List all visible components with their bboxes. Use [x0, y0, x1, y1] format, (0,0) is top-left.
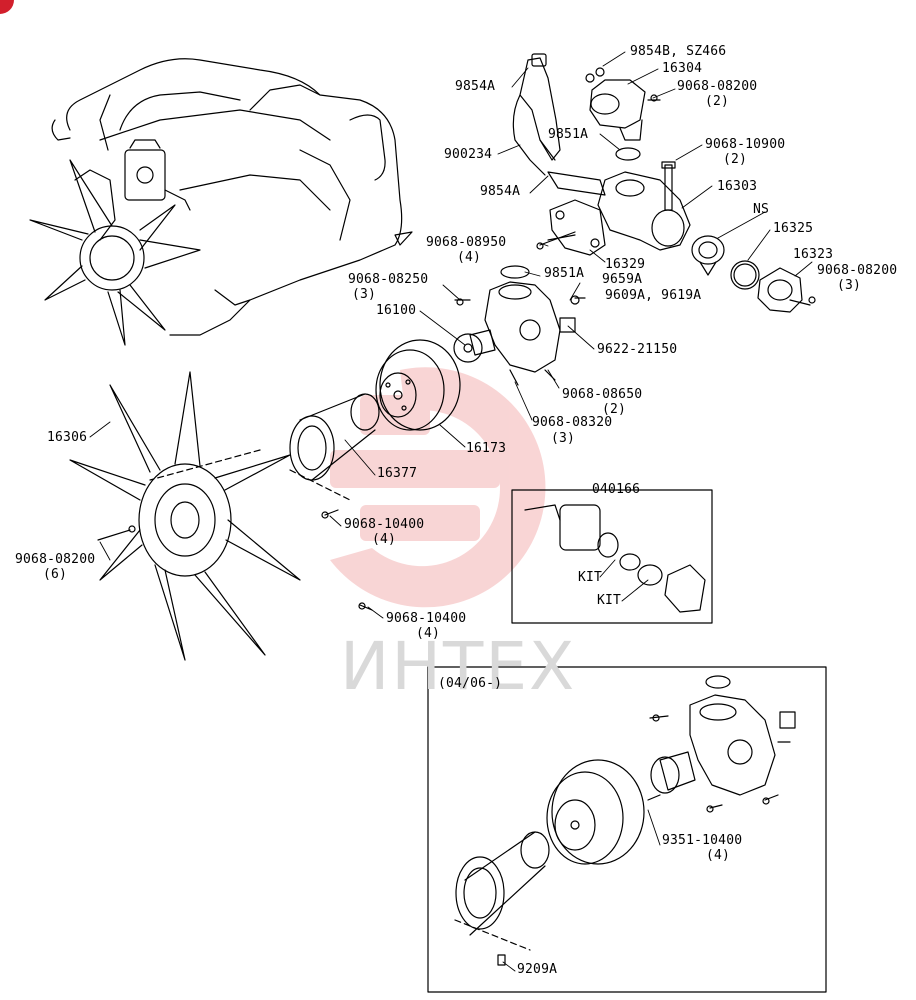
- label-9068-10900: 9068-10900: [705, 137, 786, 152]
- gasket-16325: [730, 260, 760, 290]
- pulley-16173: [375, 339, 461, 431]
- label-9351-10400-qty: (4): [706, 848, 731, 863]
- label-ns: NS: [753, 202, 770, 217]
- label-16303: 16303: [717, 179, 758, 194]
- label-9659a: 9659A: [602, 272, 643, 287]
- label-9068-10400-a: 9068-10400: [344, 517, 425, 532]
- label-900234: 900234: [444, 147, 493, 162]
- label-9068-08950: 9068-08950: [426, 235, 507, 250]
- label-9068-08200-c-qty: (6): [43, 567, 68, 582]
- label-9851a-mid: 9851A: [544, 266, 585, 281]
- label-9068-08950-qty: (4): [457, 250, 482, 265]
- inset-box: [427, 666, 827, 993]
- label-16173: 16173: [466, 441, 507, 456]
- label-kit-1: KIT: [578, 570, 603, 585]
- label-9854a-top: 9854A: [455, 79, 496, 94]
- label-9068-08650: 9068-08650: [562, 387, 643, 402]
- label-9068-08320-qty: (3): [551, 431, 576, 446]
- kit-box: [511, 489, 713, 624]
- label-9068-10400-b: 9068-10400: [386, 611, 467, 626]
- label-9351-10400: 9351-10400: [662, 833, 743, 848]
- engine-block: [51, 58, 413, 336]
- label-9854a-mid: 9854A: [480, 184, 521, 199]
- watermark-text: ИНТЕХ: [340, 628, 577, 705]
- label-16100: 16100: [376, 303, 417, 318]
- label-16304: 16304: [662, 61, 703, 76]
- bolts: [97, 231, 576, 611]
- label-9854b-sz466: 9854B, SZ466: [630, 44, 727, 59]
- label-16306: 16306: [47, 430, 88, 445]
- label-16323: 16323: [793, 247, 834, 262]
- label-16325: 16325: [773, 221, 814, 236]
- label-16377: 16377: [377, 466, 418, 481]
- label-9068-08200-b-qty: (3): [837, 278, 862, 293]
- label-9609a-9619a: 9609A, 9619A: [605, 288, 702, 303]
- leader-lines: [89, 51, 813, 972]
- label-9068-08320: 9068-08320: [532, 415, 613, 430]
- spacer-16377: [289, 393, 380, 501]
- label-040166: 040166: [592, 482, 641, 497]
- label-9068-08650-qty: (2): [602, 402, 627, 417]
- outlet-16323: [757, 267, 816, 313]
- label-9068-10900-qty: (2): [723, 152, 748, 167]
- label-inset-date: (04/06-): [438, 676, 503, 691]
- thermostat-housing-top: [585, 67, 661, 161]
- label-9068-10400-b-qty: (4): [416, 626, 441, 641]
- label-kit-2: KIT: [597, 593, 622, 608]
- water-pump: [453, 234, 586, 386]
- label-9068-08200-a-qty: (2): [705, 94, 730, 109]
- label-9209a: 9209A: [517, 962, 558, 977]
- label-9068-08200-a: 9068-08200: [677, 79, 758, 94]
- label-16329: 16329: [605, 257, 646, 272]
- label-9068-08200-c: 9068-08200: [15, 552, 96, 567]
- label-9851a-top: 9851A: [548, 127, 589, 142]
- label-9068-08250: 9068-08250: [348, 272, 429, 287]
- hose-assembly: [512, 53, 606, 196]
- cooling-fan-16306: [69, 371, 301, 661]
- water-outlet-housing: [549, 161, 691, 256]
- label-9622-21150: 9622-21150: [597, 342, 678, 357]
- watermark-logo: [330, 367, 546, 608]
- thermostat: [691, 235, 725, 276]
- label-9068-08250-qty: (3): [352, 287, 377, 302]
- label-9068-08200-b: 9068-08200: [817, 263, 898, 278]
- label-9068-10400-a-qty: (4): [372, 532, 397, 547]
- engine-fan: [29, 159, 201, 346]
